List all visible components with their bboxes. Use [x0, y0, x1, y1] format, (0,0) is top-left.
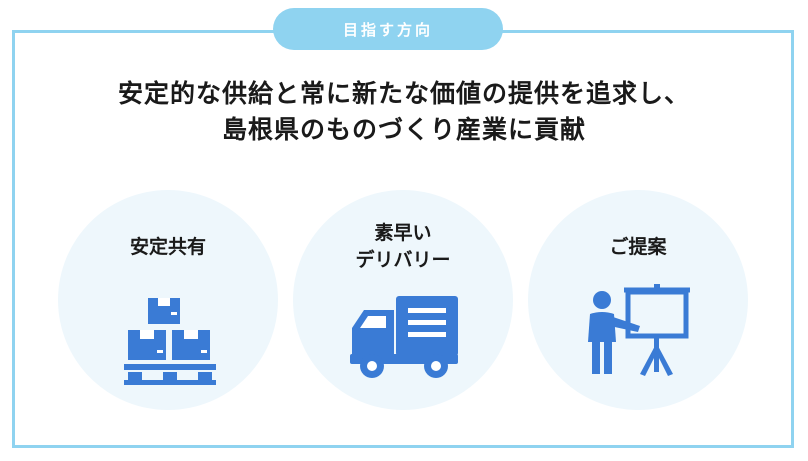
- headline-line-1: 安定的な供給と常に新たな価値の提供を追求し、: [117, 79, 690, 108]
- feature-circle-fast-delivery: 素早い デリバリー: [293, 190, 513, 410]
- feature-label-stable-supply: 安定共有: [129, 236, 206, 258]
- feature-circle-stable-supply: 安定共有: [58, 190, 278, 410]
- feature-label-proposal: ご提案: [609, 236, 667, 258]
- headline-line-2: 島根県のものづくり産業に貢献: [221, 115, 586, 144]
- section-badge: 目指す方向: [273, 8, 503, 50]
- feature-label-fast-delivery: 素早い デリバリー: [355, 222, 451, 271]
- feature-circle-proposal: ご提案: [528, 190, 748, 410]
- presenter-board-icon: [588, 284, 690, 376]
- boxes-on-pallet-icon: [124, 298, 216, 385]
- headline: 安定的な供給と常に新たな価値の提供を追求し、 島根県のものづくり産業に貢献: [40, 76, 768, 148]
- delivery-truck-icon: [350, 296, 458, 378]
